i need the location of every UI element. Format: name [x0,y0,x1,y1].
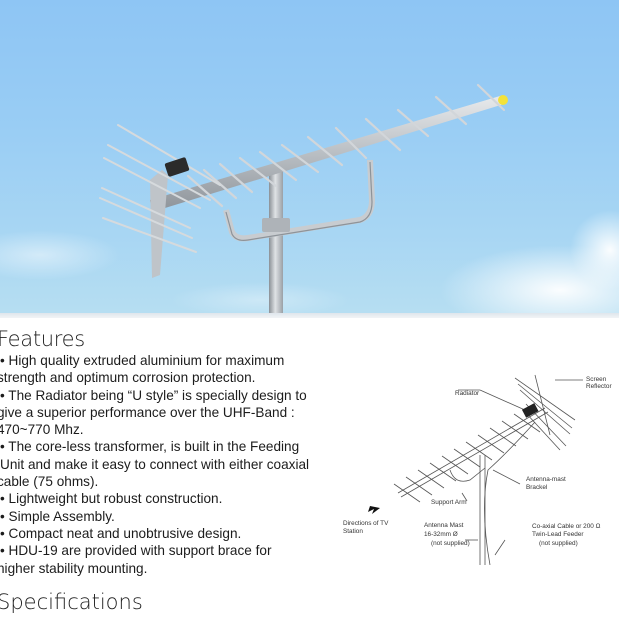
antenna-diagram: Radiator Screen Reflector Antenna-mast B… [330,360,619,565]
antenna-line-drawing [368,374,583,565]
label-direction-2: Station [343,528,363,535]
label-support-arm: Support Arm [431,499,467,506]
label-cable-2: Twin-Lead Feeder [532,531,584,538]
feature-line: • Lightweight but robust construction. [0,491,223,507]
label-screen-reflector-2: Reflector [586,383,612,390]
label-cable-3: (not supplied) [539,540,578,547]
feature-line: • Simple Assembly. [0,508,115,524]
label-radiator: Radiator [455,390,480,397]
feature-line: strength and optimum corrosion protectio… [0,370,256,386]
label-mast-1: Antenna Mast [424,522,464,529]
feature-line: give a superior performance over the UHF… [0,404,295,420]
feature-line: • HDU-19 are provided with support brace… [0,543,272,559]
antenna-photo-illustration [0,83,619,313]
features-heading: Features [0,327,85,351]
label-direction-1: Directions of TV [343,520,389,527]
photo-divider [0,313,619,318]
feature-line: • The Radiator being “U style” is specia… [0,387,307,403]
feature-line: • High quality extruded aluminium for ma… [0,353,285,368]
feature-line: • The core-less transformer, is built in… [0,439,300,455]
label-bracket-2: Brackel [526,484,548,491]
label-cable-1: Co-axial Cable or 200 Ω [532,523,601,530]
feature-line: Unit and make it easy to connect with ei… [0,456,310,472]
label-mast-3: (not supplied) [431,540,470,547]
antenna-photo [0,0,619,313]
feature-line: cable (75 ohms). [0,474,99,490]
label-bracket-1: Antenna-mast [526,476,566,483]
feature-line: 470~770 Mhz. [0,422,84,438]
feature-line: • Compact neat and unobtrusive design. [0,525,242,541]
specifications-heading: Specifications [0,590,143,614]
label-screen-reflector-1: Screen [586,376,607,383]
features-list: • High quality extruded aluminium for ma… [0,352,360,577]
feature-line: higher stability mounting. [0,560,148,576]
label-mast-2: 16-32mm Ø [424,531,458,538]
